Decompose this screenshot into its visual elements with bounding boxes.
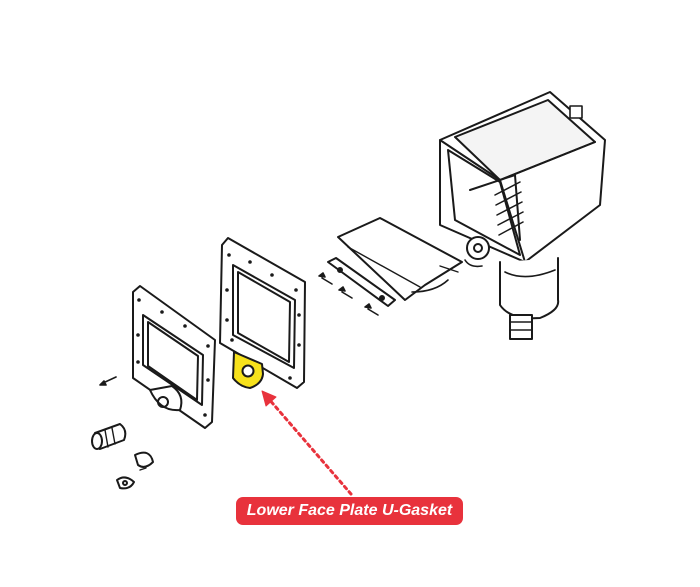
callout-label: Lower Face Plate U-Gasket [236, 497, 463, 525]
lower-face-plate-u-gasket [232, 351, 264, 389]
retainer-bar [327, 257, 396, 307]
face-plate-gasket [219, 237, 306, 389]
screws [99, 272, 379, 386]
weir-door [337, 217, 463, 301]
hose-adapter [91, 423, 127, 450]
clips [116, 451, 154, 490]
callout-arrow [261, 390, 353, 496]
face-plate [132, 285, 216, 429]
skimmer-body [439, 91, 606, 340]
